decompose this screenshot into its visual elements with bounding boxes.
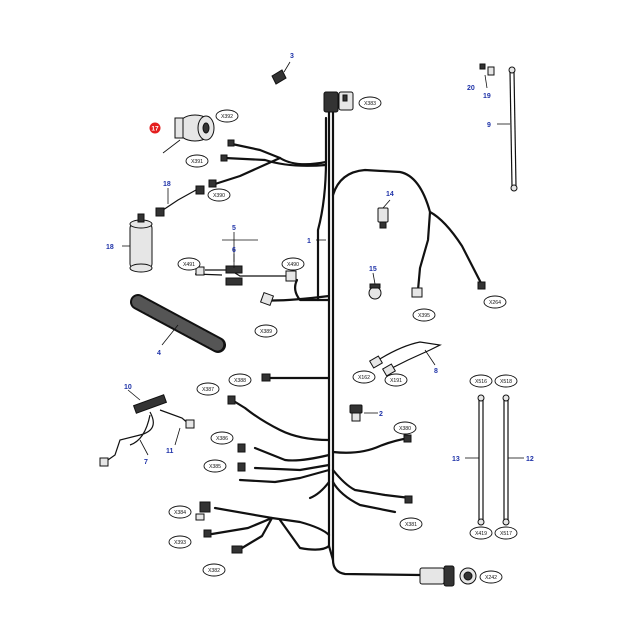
leader-lines xyxy=(122,61,524,459)
callout-9[interactable]: 9 xyxy=(487,122,491,129)
callout-19[interactable]: 19 xyxy=(483,93,491,100)
svg-text:X388: X388 xyxy=(234,378,246,384)
label-x393[interactable]: X393 xyxy=(168,535,192,549)
label-x162[interactable]: X162 xyxy=(352,370,376,384)
cable-part-8 xyxy=(368,341,442,377)
connector-labels: X383 X392 X391 X390 X491 X490 X389 X264 … xyxy=(168,96,518,584)
svg-text:X518: X518 xyxy=(500,379,512,385)
callout-12[interactable]: 12 xyxy=(526,456,534,463)
label-x384[interactable]: X384 xyxy=(168,505,192,519)
svg-text:X517: X517 xyxy=(500,531,512,537)
svg-text:X393: X393 xyxy=(174,540,186,546)
callout-20[interactable]: 20 xyxy=(467,85,475,92)
svg-text:X382: X382 xyxy=(208,568,220,574)
callout-14[interactable]: 14 xyxy=(386,191,394,198)
mini-harness-7-10-11 xyxy=(99,394,195,467)
svg-text:X387: X387 xyxy=(202,387,214,393)
label-x388[interactable]: X388 xyxy=(228,373,252,387)
callout-4[interactable]: 4 xyxy=(157,350,161,357)
label-x518[interactable]: X518 xyxy=(494,374,518,388)
jumper-harness xyxy=(194,265,297,286)
callout-13[interactable]: 13 xyxy=(452,456,460,463)
label-x516[interactable]: X516 xyxy=(469,374,493,388)
svg-text:X419: X419 xyxy=(475,531,487,537)
callout-15[interactable]: 15 xyxy=(369,266,377,273)
svg-text:X389: X389 xyxy=(260,329,272,335)
label-x419[interactable]: X419 xyxy=(469,526,493,540)
label-x392[interactable]: X392 xyxy=(215,109,239,123)
svg-text:X386: X386 xyxy=(216,436,228,442)
callout-5[interactable]: 5 xyxy=(232,225,236,232)
label-x242[interactable]: X242 xyxy=(479,570,503,584)
svg-text:X264: X264 xyxy=(489,300,501,306)
clip-part-3[interactable] xyxy=(271,69,287,85)
label-x385[interactable]: X385 xyxy=(203,459,227,473)
switch-part-2[interactable] xyxy=(349,404,363,422)
label-x391[interactable]: X391 xyxy=(185,154,209,168)
svg-text:X392: X392 xyxy=(221,114,233,120)
label-x390[interactable]: X390 xyxy=(207,188,231,202)
callout-17-highlight[interactable]: 17 xyxy=(149,122,161,134)
connector-plug-x242 xyxy=(419,565,477,587)
receiver-drier[interactable] xyxy=(129,213,153,273)
svg-text:X391: X391 xyxy=(191,159,203,165)
label-x517[interactable]: X517 xyxy=(494,526,518,540)
main-harness xyxy=(210,110,484,577)
label-x386[interactable]: X386 xyxy=(210,431,234,445)
svg-text:X242: X242 xyxy=(485,575,497,581)
label-x387[interactable]: X387 xyxy=(196,382,220,396)
callout-17: 17 xyxy=(151,126,159,133)
svg-text:X490: X490 xyxy=(287,262,299,268)
callout-6[interactable]: 6 xyxy=(232,247,236,254)
svg-text:X191: X191 xyxy=(390,378,402,384)
top-connector-block xyxy=(323,91,354,113)
corrugated-tube xyxy=(130,294,226,353)
svg-text:X390: X390 xyxy=(213,193,225,199)
callout-3[interactable]: 3 xyxy=(290,53,294,60)
callout-8[interactable]: 8 xyxy=(434,368,438,375)
svg-text:X380: X380 xyxy=(399,426,411,432)
svg-text:X395: X395 xyxy=(418,313,430,319)
sensor-part-15[interactable] xyxy=(368,283,382,300)
callout-18-top[interactable]: 18 xyxy=(163,181,171,188)
svg-text:X381: X381 xyxy=(405,522,417,528)
svg-text:X516: X516 xyxy=(475,379,487,385)
label-x395[interactable]: X395 xyxy=(412,308,436,322)
callout-10[interactable]: 10 xyxy=(124,384,132,391)
part-callouts: 3 1 18 18 5 6 4 10 7 11 14 15 2 8 20 19 … xyxy=(106,53,534,466)
label-x380[interactable]: X380 xyxy=(393,421,417,435)
svg-text:X384: X384 xyxy=(174,510,186,516)
connector-ends xyxy=(195,139,486,554)
svg-text:X383: X383 xyxy=(364,101,376,107)
label-x382[interactable]: X382 xyxy=(202,563,226,577)
compressor[interactable] xyxy=(174,114,215,142)
label-x491[interactable]: X491 xyxy=(177,257,201,271)
label-x490[interactable]: X490 xyxy=(281,257,305,271)
label-x383[interactable]: X383 xyxy=(358,96,382,110)
callout-18[interactable]: 18 xyxy=(106,244,114,251)
label-x191[interactable]: X191 xyxy=(384,373,408,387)
label-x381[interactable]: X381 xyxy=(399,517,423,531)
sensor-part-14[interactable] xyxy=(377,207,389,229)
pressure-switch-hose xyxy=(155,185,205,217)
label-x264[interactable]: X264 xyxy=(483,295,507,309)
svg-text:X385: X385 xyxy=(209,464,221,470)
label-x389[interactable]: X389 xyxy=(254,324,278,338)
callout-1[interactable]: 1 xyxy=(307,238,311,245)
callout-11[interactable]: 11 xyxy=(166,448,174,455)
callout-7[interactable]: 7 xyxy=(144,459,148,466)
svg-text:X491: X491 xyxy=(183,262,195,268)
ground-straps xyxy=(477,63,518,526)
svg-text:X162: X162 xyxy=(358,375,370,381)
callout-2[interactable]: 2 xyxy=(379,411,383,418)
